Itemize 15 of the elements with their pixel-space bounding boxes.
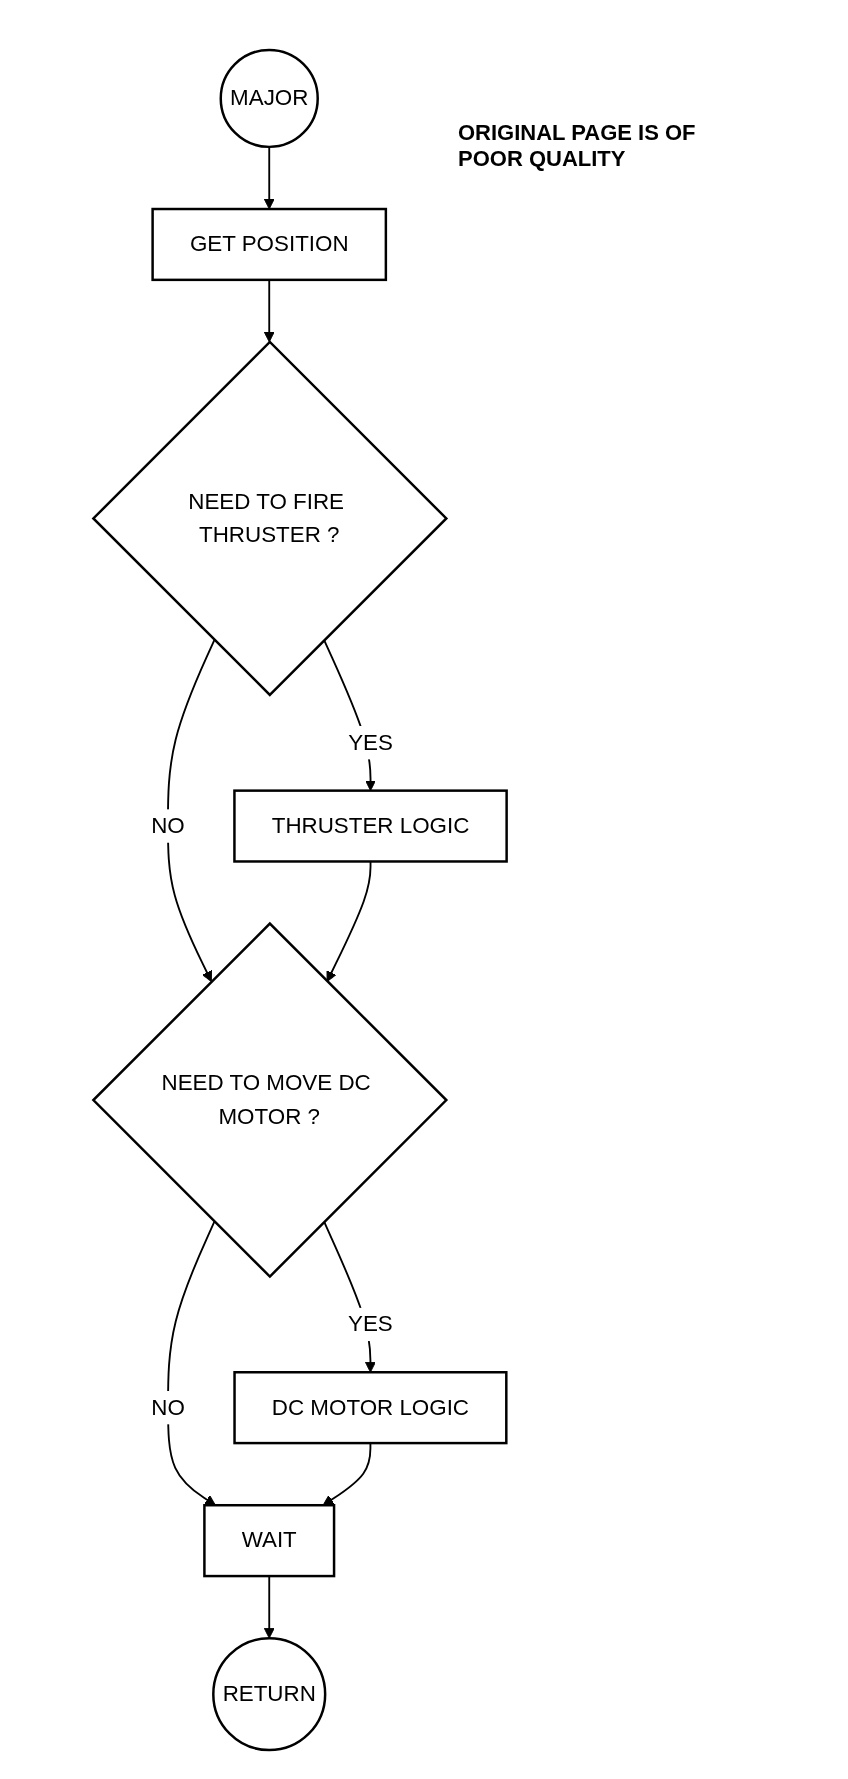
node-box: WAIT xyxy=(203,1504,336,1578)
node-diamond: NEED TO FIRE THRUSTER ? xyxy=(91,340,449,697)
edge-label: YES xyxy=(348,729,393,755)
arrow xyxy=(167,639,216,982)
node-box: DC MOTOR LOGIC xyxy=(233,1371,508,1445)
edge-label: NO xyxy=(151,813,185,838)
edge-label: YES xyxy=(348,1311,393,1337)
node-circle: MAJOR xyxy=(219,48,319,149)
node-circle: RETURN xyxy=(212,1636,327,1752)
edge-label: NO xyxy=(151,1394,185,1420)
arrow xyxy=(167,1220,216,1506)
node-box: THRUSTER LOGIC xyxy=(233,789,508,863)
node-diamond: NEED TO MOVE DC MOTOR ? xyxy=(91,921,449,1279)
note-text: ORIGINAL PAGE IS OF POOR QUALITY xyxy=(458,120,697,172)
node-box: GET POSITION xyxy=(151,207,388,282)
